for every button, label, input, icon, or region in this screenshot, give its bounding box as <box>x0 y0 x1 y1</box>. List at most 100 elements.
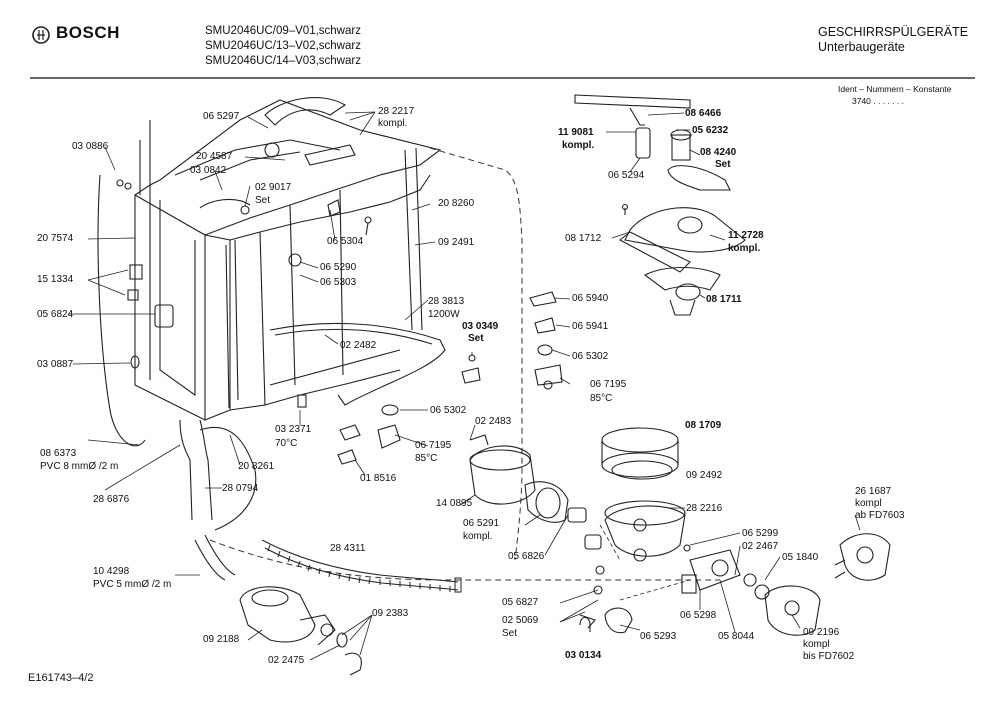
part-label: Set <box>468 333 484 344</box>
part-label: kompl. <box>728 243 761 254</box>
circulation-pump <box>469 445 633 634</box>
part-label: 08 1709 <box>685 420 722 431</box>
part-label: 28 0794 <box>222 483 259 494</box>
doc-id: E161743–4/2 <box>28 672 94 684</box>
part-label: 08 1711 <box>706 294 742 305</box>
part-label: 11 2728 <box>728 230 764 241</box>
category-title: GESCHIRRSPÜLGERÄTE <box>818 25 969 39</box>
part-label: 06 5302 <box>572 351 609 362</box>
part-label: 06 5293 <box>640 631 677 642</box>
part-label: 06 5941 <box>572 321 609 332</box>
part-label: 05 1840 <box>782 552 819 563</box>
part-label: PVC 5 mmØ /2 m <box>93 579 172 590</box>
part-label: bis FD7602 <box>803 651 855 662</box>
part-label: 02 5069 <box>502 615 539 626</box>
part-label: 06 5940 <box>572 293 609 304</box>
part-label: 09 2196 <box>803 627 840 638</box>
model-line-3: SMU2046UC/14–V03,schwarz <box>205 55 361 67</box>
small-parts-center <box>327 199 591 632</box>
part-label: 06 5297 <box>203 111 240 122</box>
part-label: 09 2188 <box>203 634 240 645</box>
part-label: 20 8261 <box>238 461 275 472</box>
part-label: 09 2491 <box>438 237 475 248</box>
part-label: 05 6824 <box>37 309 74 320</box>
part-label: 28 2216 <box>686 503 723 514</box>
model-line-2: SMU2046UC/13–V02,schwarz <box>205 40 361 52</box>
drain-pump <box>239 586 362 676</box>
part-label: PVC 8 mmØ /2 m <box>40 461 119 472</box>
part-label: Set <box>502 628 518 639</box>
part-label: 06 5304 <box>327 236 364 247</box>
drain-hose <box>179 419 257 581</box>
part-label: kompl <box>855 498 882 509</box>
part-label: 09 2383 <box>372 608 409 619</box>
part-label: 10 4298 <box>93 566 130 577</box>
part-label: 05 6827 <box>502 597 539 608</box>
tub-cabinet <box>97 97 446 447</box>
part-label: 06 5303 <box>320 277 357 288</box>
part-label: 85°C <box>415 453 438 464</box>
part-label: ab FD7603 <box>855 510 905 521</box>
part-label: 06 5291 <box>463 518 500 529</box>
category-subtitle: Unterbaugeräte <box>818 40 905 54</box>
part-label: 02 2483 <box>475 416 512 427</box>
part-label: 70°C <box>275 438 298 449</box>
part-label: 20 7574 <box>37 233 74 244</box>
part-label: 28 2217 <box>378 106 415 117</box>
part-label: 03 0134 <box>565 650 602 661</box>
part-label: 26 1687 <box>855 486 892 497</box>
part-label: 28 4311 <box>330 543 366 554</box>
part-label: 02 9017 <box>255 182 292 193</box>
part-label: 02 2467 <box>742 541 779 552</box>
part-label: 20 8260 <box>438 198 475 209</box>
part-label: 05 8044 <box>718 631 755 642</box>
part-label: 01 8516 <box>360 473 397 484</box>
part-label: 1200W <box>428 309 460 320</box>
part-label: kompl. <box>463 531 493 542</box>
part-label: 08 6373 <box>40 448 77 459</box>
filter-sump <box>601 427 691 562</box>
part-label: 05 6232 <box>692 125 729 136</box>
part-label: 85°C <box>590 393 613 404</box>
part-label: 06 5302 <box>430 405 467 416</box>
part-label: 28 6876 <box>93 494 130 505</box>
part-label: 11 9081 <box>558 127 594 138</box>
part-label: 08 4240 <box>700 147 737 158</box>
part-label: 08 1712 <box>565 233 602 244</box>
part-label: 02 2482 <box>340 340 377 351</box>
part-label: 03 2371 <box>275 424 312 435</box>
leader-lines <box>68 111 861 661</box>
part-label: kompl. <box>562 140 595 151</box>
part-label: 03 0349 <box>462 321 499 332</box>
part-label: 14 0895 <box>436 498 473 509</box>
part-label: 20 4587 <box>196 151 233 162</box>
ident-value: 3740 . . . . . . . <box>852 96 904 106</box>
part-label: 06 5294 <box>608 170 645 181</box>
part-label: 06 7195 <box>415 440 452 451</box>
part-label: kompl. <box>378 118 408 129</box>
part-label: 03 0842 <box>190 165 227 176</box>
spray-arm-lower <box>619 203 746 316</box>
brand-name: BOSCH <box>56 23 120 42</box>
part-label: 06 5298 <box>680 610 717 621</box>
part-label: 02 2475 <box>268 655 305 666</box>
part-label: 15 1334 <box>37 274 74 285</box>
part-label: 06 5290 <box>320 262 357 273</box>
part-label: 09 2492 <box>686 470 723 481</box>
corrugated-hose <box>261 539 462 593</box>
part-label: Set <box>715 159 731 170</box>
part-label: 06 5299 <box>742 528 779 539</box>
spray-arm-upper <box>574 94 731 191</box>
part-label: 03 0887 <box>37 359 74 370</box>
model-line-1: SMU2046UC/09–V01,schwarz <box>205 25 361 37</box>
part-label: 28 3813 <box>428 296 465 307</box>
ident-line: Ident – Nummern – Konstante <box>838 84 952 94</box>
part-label: 05 6826 <box>508 551 545 562</box>
dashed-leaders <box>599 524 691 601</box>
part-label: 03 0886 <box>72 141 109 152</box>
part-label: Set <box>255 195 271 206</box>
bosch-logo-icon <box>32 26 50 44</box>
part-label: 06 7195 <box>590 379 627 390</box>
